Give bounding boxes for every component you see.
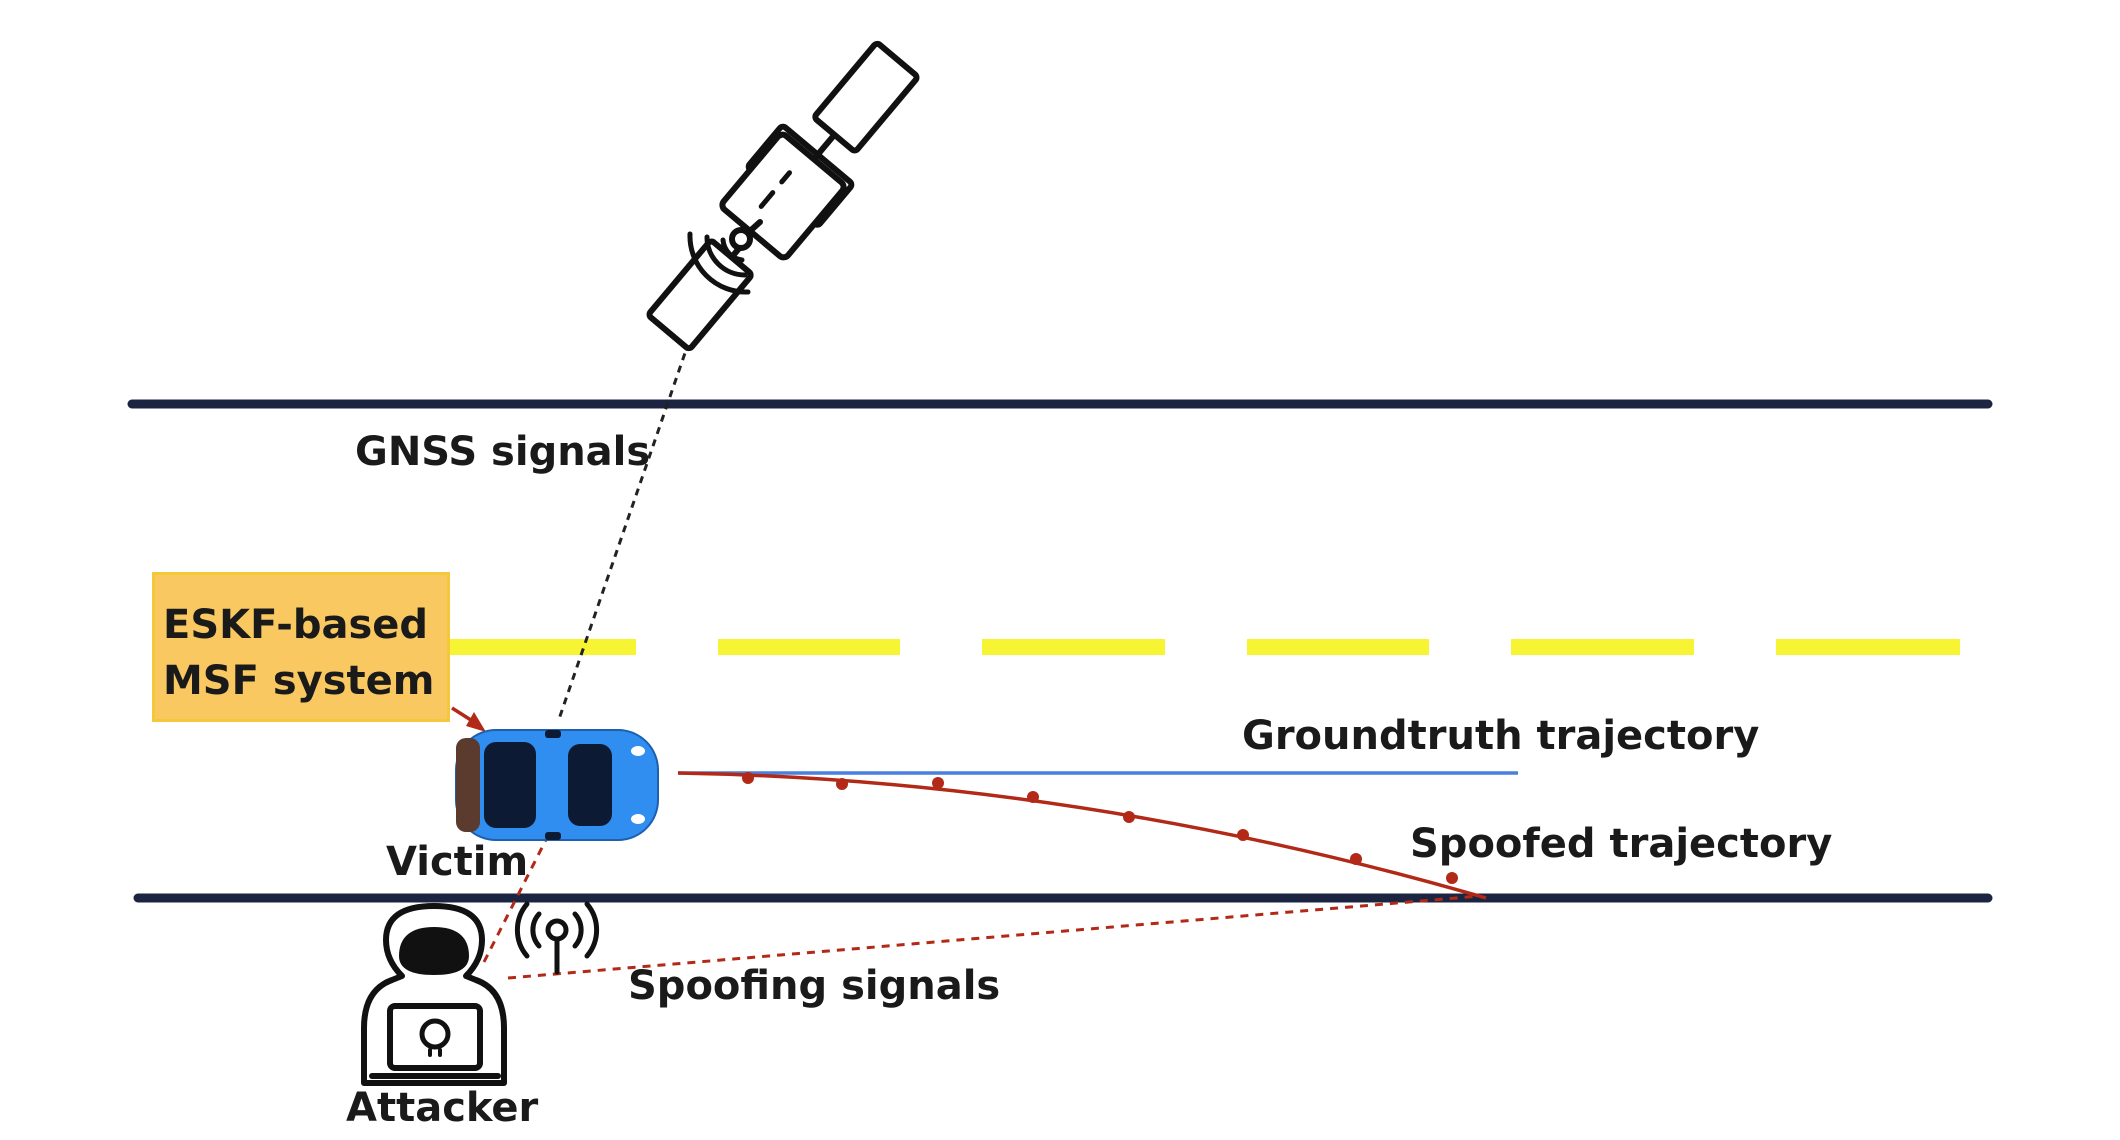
eskf-label-line2: MSF system [163,658,435,704]
antenna-icon [514,901,600,975]
lane-divider [450,639,1960,655]
victim-label: Victim [386,839,529,885]
eskf-box-bg [152,572,450,722]
spoofing-line-to-car [482,819,558,963]
satellite-icon [646,40,920,352]
eskf-arrow [451,706,486,732]
attacker-label: Attacker [346,1085,539,1131]
eskf-msf-system-box: ESKF-based MSF system [152,572,450,722]
car-icon [455,729,659,841]
spoofed-trajectory-label: Spoofed trajectory [1410,821,1833,867]
spoofing-line-to-road [507,894,1481,980]
gnss-signals-label: GNSS signals [355,429,651,475]
spoofed-trajectory-line [677,771,1487,900]
spoofed-trajectory-points [742,772,1458,884]
gnss-signal-line [556,291,708,723]
attacker-icon [361,903,507,1086]
spoofing-signals-label: Spoofing signals [628,963,1001,1009]
satellite-signal-waves [687,231,751,295]
groundtruth-trajectory-label: Groundtruth trajectory [1242,713,1760,759]
eskf-label-line1: ESKF-based [163,602,429,648]
